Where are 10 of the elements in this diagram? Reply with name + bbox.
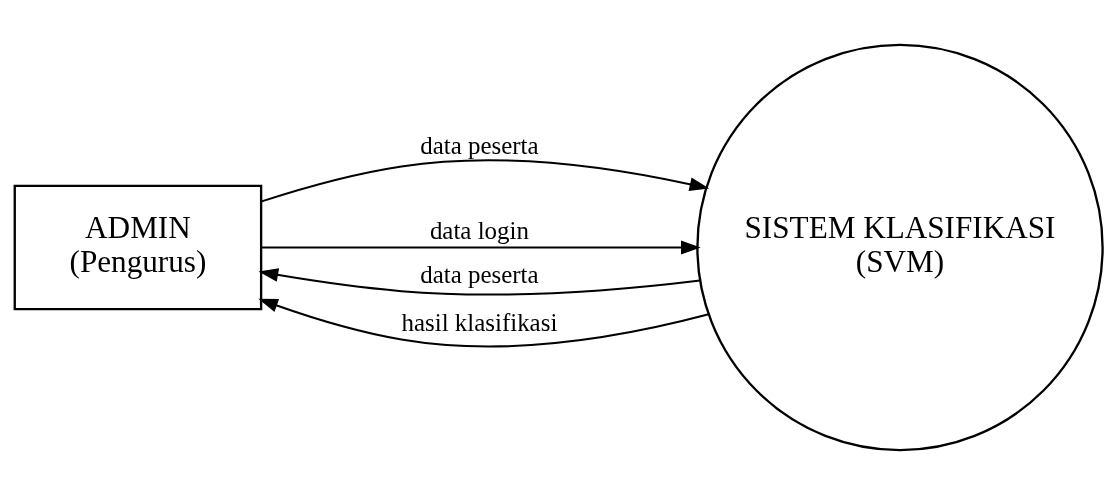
arrow <box>258 268 701 296</box>
node-box: ADMIN (Pengurus) <box>13 184 263 311</box>
arrow <box>258 298 709 348</box>
edge-label: data peserta <box>420 261 539 289</box>
node-circle: SISTEM KLASIFIKASI (SVM) <box>696 43 1104 452</box>
edge-label: hasil klasifikasi <box>401 309 558 337</box>
arrow <box>261 240 701 255</box>
edge-label: data login <box>429 217 529 245</box>
arrow <box>261 159 710 203</box>
edge-label: data peserta <box>420 131 539 159</box>
